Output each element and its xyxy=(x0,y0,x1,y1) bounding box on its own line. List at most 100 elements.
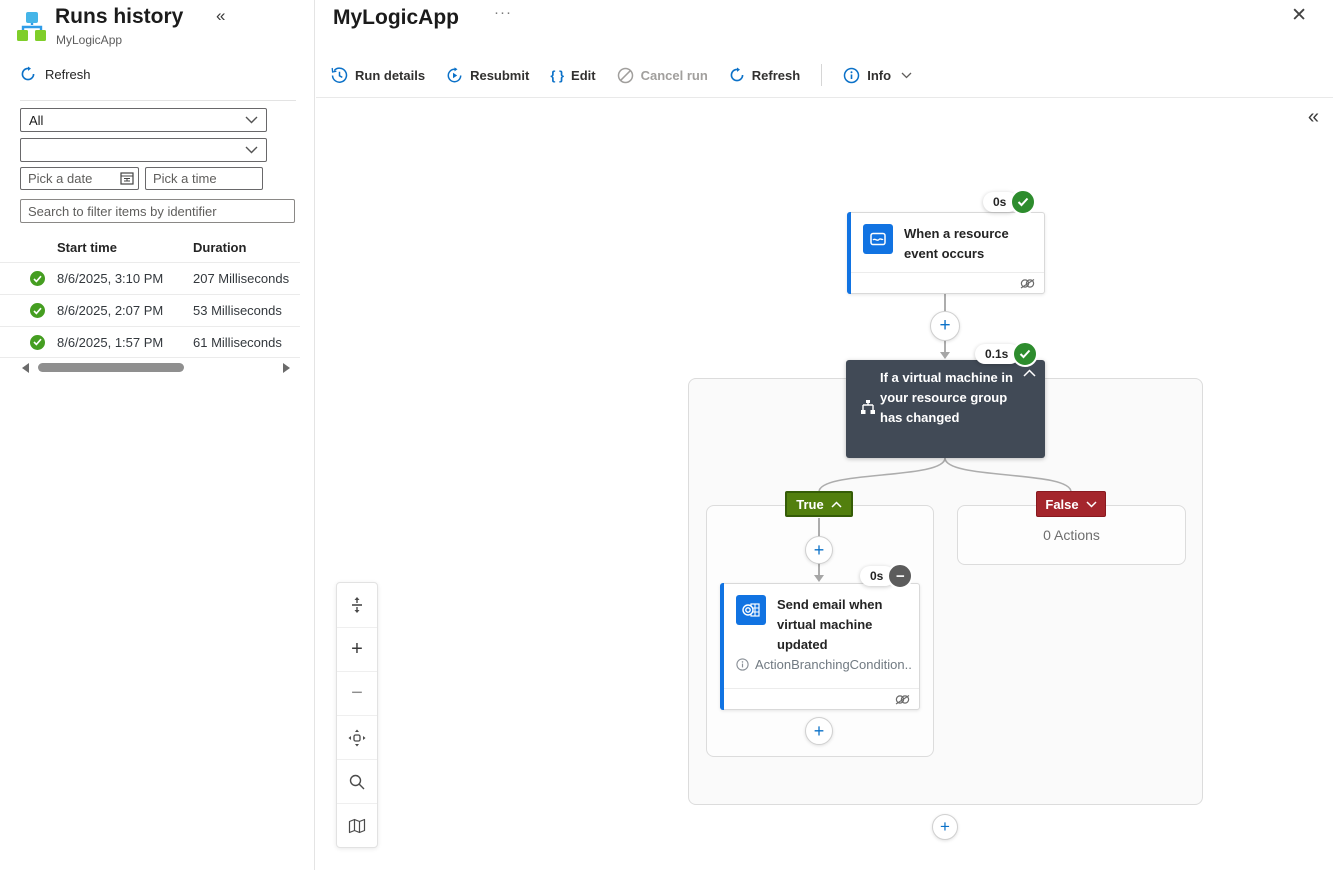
action-note: ActionBranchingCondition... xyxy=(736,657,911,672)
info-label: Info xyxy=(867,67,892,83)
info-icon xyxy=(736,658,749,671)
zoom-out-icon: − xyxy=(351,682,363,704)
scrollbar-thumb[interactable] xyxy=(38,363,184,372)
info-menu-button[interactable]: Info xyxy=(843,67,912,84)
run-duration: 207 Milliseconds xyxy=(193,271,290,286)
table-row[interactable]: 8/6/2025, 3:10 PM 207 Milliseconds xyxy=(0,262,300,294)
resubmit-button[interactable]: Resubmit xyxy=(446,66,530,84)
true-label: True xyxy=(796,496,824,512)
edit-button[interactable]: { } Edit xyxy=(550,68,595,83)
run-start-time: 8/6/2025, 1:57 PM xyxy=(57,334,164,350)
node-accent-bar xyxy=(720,583,724,710)
runs-history-panel: Runs history MyLogicApp « Refresh All xyxy=(0,0,315,870)
refresh-icon xyxy=(21,66,35,81)
panel-refresh-button[interactable]: Refresh xyxy=(20,66,91,82)
divider xyxy=(20,100,296,101)
search-icon xyxy=(349,774,365,789)
chevron-down-icon xyxy=(1086,500,1097,508)
panel-subtitle: MyLogicApp xyxy=(56,33,123,47)
trigger-node-when-a-resource-event-occurs[interactable]: When a resource event occurs xyxy=(847,212,1045,294)
event-grid-icon xyxy=(863,224,893,254)
true-branch-badge[interactable]: True xyxy=(785,491,853,517)
chevron-down-icon xyxy=(245,146,258,154)
insert-action-button[interactable]: + xyxy=(805,536,833,564)
map-icon xyxy=(348,818,366,833)
horizontal-scrollbar[interactable] xyxy=(22,360,290,374)
canvas-controls: + − xyxy=(336,582,378,848)
time-picker-input[interactable] xyxy=(145,167,263,190)
code-braces-icon: { } xyxy=(550,67,565,83)
cancel-run-label: Cancel run xyxy=(640,67,708,83)
run-details-label: Run details xyxy=(355,67,426,83)
search-nodes-button[interactable] xyxy=(337,759,377,803)
secondary-filter-dropdown[interactable] xyxy=(20,138,267,162)
run-duration: 61 Milliseconds xyxy=(193,334,282,350)
info-icon xyxy=(843,67,860,83)
insert-action-button[interactable]: + xyxy=(805,717,833,745)
calendar-icon[interactable] xyxy=(120,171,134,185)
collapse-canvas-panel-icon[interactable]: « xyxy=(1307,106,1319,128)
panel-refresh-label: Refresh xyxy=(45,66,91,82)
table-row[interactable]: 8/6/2025, 1:57 PM 61 Milliseconds xyxy=(0,326,300,358)
outlook-icon xyxy=(736,595,766,625)
run-start-time: 8/6/2025, 3:10 PM xyxy=(57,271,164,286)
false-branch-badge[interactable]: False xyxy=(1036,491,1106,517)
fit-view-button[interactable] xyxy=(337,583,377,627)
zoom-in-icon: + xyxy=(351,638,363,660)
plus-icon: + xyxy=(813,720,825,741)
logic-app-icon xyxy=(17,12,46,41)
pan-mode-button[interactable] xyxy=(337,715,377,759)
cancel-run-button[interactable]: Cancel run xyxy=(617,67,708,84)
zoom-out-button[interactable]: − xyxy=(337,671,377,715)
refresh-icon xyxy=(730,67,744,82)
success-status-icon xyxy=(30,334,45,350)
action-note-text: ActionBranchingCondition... xyxy=(755,657,911,672)
plus-icon: + xyxy=(940,817,950,836)
col-start-time: Start time xyxy=(57,239,117,255)
table-row[interactable]: 8/6/2025, 2:07 PM 53 Milliseconds xyxy=(0,294,300,326)
page-title: MyLogicApp xyxy=(333,6,459,29)
insert-action-button[interactable]: + xyxy=(932,814,958,840)
chevron-up-icon xyxy=(831,500,842,508)
runs-table: Start time Duration 8/6/2025, 3:10 PM 20… xyxy=(0,232,300,358)
trigger-title: When a resource event occurs xyxy=(904,226,1009,261)
condition-title: If a virtual machine in your resource gr… xyxy=(880,370,1013,425)
resubmit-label: Resubmit xyxy=(470,67,530,83)
connection-icon[interactable] xyxy=(895,694,910,705)
more-options-icon[interactable]: ··· xyxy=(494,4,512,21)
minimap-button[interactable] xyxy=(337,803,377,847)
run-toolbar: Run details Resubmit { } Edit Cancel run xyxy=(331,60,912,90)
insert-action-button[interactable]: + xyxy=(930,311,960,341)
chevron-down-icon xyxy=(245,116,258,124)
node-accent-bar xyxy=(847,212,851,294)
search-input[interactable] xyxy=(20,199,295,223)
run-details-button[interactable]: Run details xyxy=(331,66,426,84)
scroll-right-icon[interactable] xyxy=(283,363,290,373)
edit-label: Edit xyxy=(571,67,596,83)
chevron-up-icon[interactable] xyxy=(1023,369,1036,377)
connection-icon[interactable] xyxy=(1020,278,1035,289)
close-icon[interactable]: ✕ xyxy=(1291,5,1307,26)
success-status-icon xyxy=(30,303,45,318)
chevron-down-icon xyxy=(901,72,912,78)
panel-title: Runs history xyxy=(55,5,184,28)
status-filter-dropdown[interactable]: All xyxy=(20,108,267,132)
run-history-icon xyxy=(331,66,348,83)
fit-view-icon xyxy=(352,597,362,613)
pan-icon xyxy=(348,729,366,746)
cancel-icon xyxy=(617,67,633,83)
action-node-send-email[interactable]: Send email when virtual machine updated … xyxy=(720,583,920,710)
success-status-icon xyxy=(30,271,45,286)
refresh-button[interactable]: Refresh xyxy=(729,67,800,83)
scroll-left-icon[interactable] xyxy=(22,363,29,373)
date-picker-input[interactable] xyxy=(20,167,139,190)
condition-node-if-virtual-machine-changed[interactable]: If a virtual machine in your resource gr… xyxy=(846,360,1045,458)
resubmit-icon xyxy=(447,66,462,82)
action-title: Send email when virtual machine updated xyxy=(777,597,883,652)
zoom-in-button[interactable]: + xyxy=(337,627,377,671)
toolbar-divider xyxy=(821,64,823,86)
runs-table-header: Start time Duration xyxy=(0,232,300,262)
plus-icon: + xyxy=(939,315,951,336)
collapse-panel-icon[interactable]: « xyxy=(216,6,226,25)
run-duration: 53 Milliseconds xyxy=(193,303,282,318)
